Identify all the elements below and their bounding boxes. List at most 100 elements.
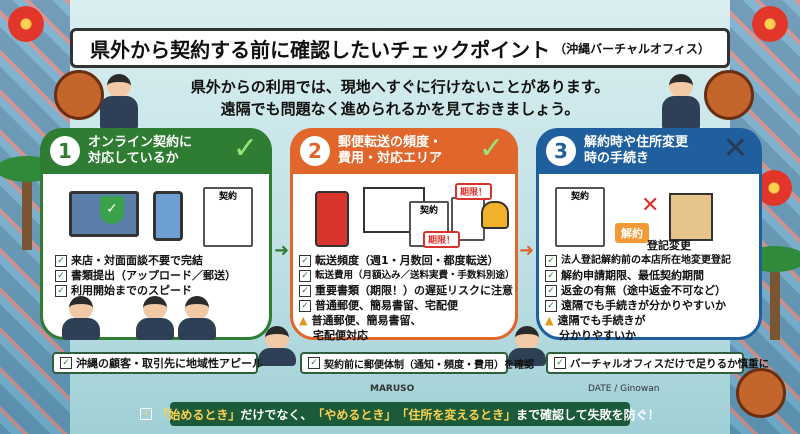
- staff-illustration: [62, 296, 100, 340]
- note-box: ✓契約前に郵便体制（通知・頻度・費用）を確認: [300, 352, 534, 374]
- intro-line-1: 県外からの利用では、現地へすぐに行けないことがあります。: [190, 78, 610, 96]
- list-item-text: 転送頻度（週1・月数回・都度転送）: [315, 254, 499, 267]
- list-item-text: 法人登記解約前の本店所在地変更登記: [561, 255, 731, 266]
- cancel-label: 解約: [615, 223, 649, 243]
- card-illustration: 契約: [55, 187, 257, 247]
- intro-text: 県外からの利用では、現地へすぐに行けないことがあります。 遠隔でも問題なく進めら…: [150, 76, 650, 120]
- shield-check-icon: ✓: [100, 196, 124, 224]
- checkbox-icon: ✓: [60, 357, 72, 369]
- card-illustration: 契約 ✕ 解約: [551, 187, 747, 247]
- bell-icon: [481, 201, 509, 229]
- card-heading-line-1: 解約時や住所変更: [584, 135, 689, 150]
- footer-highlight-move: 「住所を変えるとき」: [396, 407, 517, 422]
- card-heading: オンライン契約に 対応しているか: [88, 135, 218, 167]
- list-item: ✓ 遠隔でも手続きが分かりやすいか: [545, 298, 753, 313]
- list-item-text: 遠隔でも手続きが分かりやすいか: [561, 299, 726, 312]
- checklist: ✓ 来店・対面面談不要で完結 ✓書類提出（アップロード／郵送） ✓ 利用開始までのス…: [55, 253, 263, 298]
- arrow-right-icon: ➜: [519, 240, 535, 261]
- list-item: ✓解約申請期限、最低契約期間: [545, 268, 753, 283]
- thinking-man-illustration: [258, 326, 296, 366]
- palm-tree-icon: [0, 156, 58, 250]
- list-item: ✓書類提出（アップロード／郵送）: [55, 268, 263, 283]
- intro-line-2: 遠隔でも問題なく進められるかを見ておきましょう。: [220, 100, 580, 118]
- footer-banner: ✓ 「始めるとき」 だけでなく、 「やめるとき」 「住所を変えるとき」 まで確認…: [140, 402, 660, 426]
- warning-item-continued: 分かりやすいか: [545, 328, 753, 343]
- card-heading-line-2: 費用・対応エリア: [338, 151, 443, 166]
- list-item-text: 利用開始までのスピード: [71, 284, 192, 297]
- businessman-illustration: [662, 74, 700, 130]
- checkbox-icon: ✓: [299, 284, 311, 297]
- list-item: ✓重要書類（期限！）の遅延リスクに注意: [299, 283, 513, 298]
- checkbox-icon: ✓: [545, 299, 557, 312]
- checklist: ✓ 法人登記解約前の本店所在地変更登記 ✓解約申請期限、最低契約期間 ✓ 返金の有無…: [545, 253, 753, 343]
- checkbox-icon: ✓: [545, 284, 557, 297]
- list-item-text: 普通郵便、簡易書留、宅配便: [315, 299, 458, 312]
- page-title: 県外から契約する前に確認したいチェックポイント （沖縄バーチャルオフィス）: [70, 28, 730, 68]
- checkbox-icon: ✓: [545, 269, 557, 282]
- warning-text: 宅配便対応: [313, 329, 368, 342]
- card-heading: 郵便転送の頻度・ 費用・対応エリア: [338, 135, 468, 167]
- title-sub: （沖縄バーチャルオフィス）: [554, 41, 710, 56]
- checkbox-icon: ✓: [55, 254, 67, 267]
- checklist: ✓ 転送頻度（週1・月数回・都度転送） ✓ 転送費用（月額込み／送料実費・手数料別途…: [299, 253, 515, 343]
- checkbox-icon: ✓: [55, 284, 67, 297]
- list-item-text: 返金の有無（途中返金不可など）: [561, 284, 726, 297]
- card-header: 2 郵便転送の頻度・ 費用・対応エリア ✓: [290, 128, 518, 174]
- card-number: 2: [300, 136, 330, 166]
- footer-highlight-quit: 「やめるとき」: [312, 407, 397, 422]
- warning-icon: ▲: [299, 313, 308, 327]
- warning-item-continued: 宅配便対応: [299, 328, 509, 343]
- warning-text: 遠隔でも手続きが: [557, 314, 646, 327]
- doc-label: 契約: [419, 206, 438, 216]
- warning-text: 普通郵便、簡易書留、: [311, 314, 422, 327]
- checkpoint-card-cancellation: 3 解約時や住所変更 時の手続き ✕ 契約 ✕ 解約 登記変更 ✓法人登記解約前…: [536, 128, 762, 343]
- checkbox-icon: ✓: [299, 299, 311, 312]
- reading-man-illustration: [508, 326, 546, 366]
- smartphone-icon: [153, 191, 183, 241]
- checkbox-icon: ✓: [554, 357, 566, 369]
- shisa-icon: [704, 70, 754, 120]
- footer-highlight-start: 「始めるとき」: [156, 407, 241, 422]
- checkbox-icon: ✓: [545, 254, 557, 267]
- card-header: 1 オンライン契約に 対応しているか ✓: [40, 128, 272, 174]
- card-number: 3: [546, 136, 576, 166]
- list-item: ✓ 利用開始までのスピード: [55, 283, 263, 298]
- list-item: ✓ 法人登記解約前の本店所在地変更登記: [545, 253, 753, 268]
- list-item: ✓ 転送頻度（週1・月数回・都度転送）: [299, 253, 509, 268]
- checkbox-icon: ✓: [308, 357, 320, 369]
- postbox-icon: [315, 191, 349, 247]
- staff-illustration: [136, 296, 174, 340]
- contract-document-icon: 契約: [555, 187, 605, 247]
- card-heading-line-2: 時の手続き: [584, 151, 650, 166]
- brand-logo-text: MARUSO: [370, 384, 415, 394]
- deadline-tag: 期限！: [455, 183, 493, 200]
- warning-text: 分かりやすいか: [559, 329, 636, 342]
- list-item: ✓ 普通郵便、簡易書留、宅配便: [299, 298, 509, 313]
- card-heading-line-1: 郵便転送の頻度・: [338, 135, 443, 150]
- note-text: 沖縄の顧客・取引先に地域性アピール: [76, 357, 263, 370]
- checkbox-icon: ✓: [55, 269, 67, 282]
- list-item-text: 来店・対面面談不要で完結: [71, 254, 203, 267]
- office-building-icon: [669, 193, 713, 241]
- arrow-right-icon: ➜: [274, 240, 290, 261]
- note-box: ✓ 沖縄の顧客・取引先に地域性アピール: [52, 352, 263, 374]
- warning-icon: ▲: [545, 313, 554, 327]
- list-item: ✓ 返金の有無（途中返金不可など）: [545, 283, 753, 298]
- card-header: 3 解約時や住所変更 時の手続き ✕: [536, 128, 762, 174]
- contract-document-icon: 契約: [203, 187, 253, 247]
- deadline-tag: 期限！: [423, 231, 461, 248]
- date-location-text: DATE / Ginowan: [588, 384, 660, 394]
- palm-tree-icon: [744, 246, 800, 340]
- shisa-icon: [736, 368, 786, 418]
- list-item: ✓ 来店・対面面談不要で完結: [55, 253, 263, 268]
- cancel-x-icon: ✕: [641, 193, 660, 218]
- card-heading: 解約時や住所変更 時の手続き: [584, 135, 714, 167]
- list-item-text: 転送費用（月額込み／送料実費・手数料別途）: [315, 270, 515, 281]
- warning-item: ▲普通郵便、簡易書留、: [299, 313, 509, 328]
- footer-text-end: まで確認して失敗を防ぐ！: [516, 407, 660, 422]
- checkbox-icon: ✓: [299, 254, 311, 267]
- warning-item: ▲遠隔でも手続きが: [545, 313, 753, 328]
- staff-illustration: [178, 296, 216, 340]
- note-text: バーチャルオフィスだけで足りるか慎重に: [570, 357, 770, 370]
- cross-mark-icon: ✕: [722, 131, 748, 166]
